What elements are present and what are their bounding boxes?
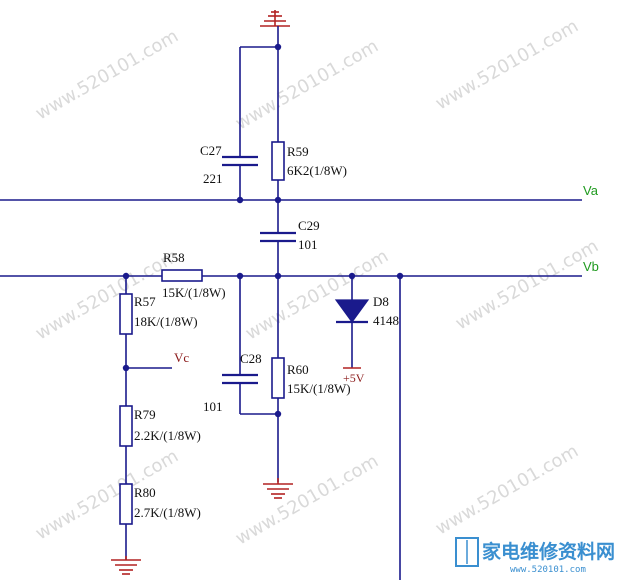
ground-symbol-top	[260, 10, 290, 27]
label-c28-value: 101	[203, 399, 223, 414]
label-r58-value: 15K/(1/8W)	[162, 285, 226, 300]
net-label-vc: Vc	[174, 350, 189, 365]
label-c29-value: 101	[298, 237, 318, 252]
label-r59-value: 6K2(1/8W)	[287, 163, 347, 178]
net-label-va: Va	[583, 183, 599, 198]
junction-dot	[274, 196, 282, 204]
label-r79-ref: R79	[134, 407, 156, 422]
junction-dot	[274, 43, 282, 51]
watermark-text: www.520101.com	[32, 26, 182, 125]
label-r79-value: 2.2K/(1/8W)	[134, 428, 201, 443]
wire-network-left	[125, 276, 172, 560]
label-r80-value: 2.7K/(1/8W)	[134, 505, 201, 520]
resistor-r79	[119, 405, 133, 447]
junction-dots	[122, 43, 404, 418]
logo-title: 家电维修资料网	[482, 540, 615, 563]
watermark-text: www.520101.com	[242, 246, 392, 345]
label-r57-ref: R57	[134, 294, 156, 309]
label-c27-ref: C27	[200, 143, 222, 158]
resistor-r58	[161, 269, 203, 282]
label-r60-value: 15K/(1/8W)	[287, 381, 351, 396]
ground-symbol-bottom-middle	[263, 478, 293, 499]
watermark-text: www.520101.com	[432, 441, 582, 540]
label-r60-ref: R60	[287, 362, 309, 377]
watermark-layer: www.520101.com www.520101.com www.520101…	[32, 16, 602, 550]
watermark-text: www.520101.com	[232, 451, 382, 550]
site-logo: 家电维修资料网 www.520101.com	[455, 537, 615, 575]
resistor-r57	[119, 293, 133, 335]
logo-url: www.520101.com	[510, 565, 586, 575]
label-d8-value: 4148	[373, 313, 399, 328]
capacitor-c29	[260, 231, 296, 243]
watermark-text: www.520101.com	[232, 36, 382, 135]
watermark-text: www.520101.com	[432, 16, 582, 115]
capacitor-c28	[222, 373, 258, 385]
capacitor-c27	[222, 155, 258, 167]
label-c29-ref: C29	[298, 218, 320, 233]
resistor-r59	[271, 141, 285, 181]
wire-network-middle	[239, 276, 279, 482]
label-c28-ref: C28	[240, 351, 262, 366]
net-label-vb: Vb	[583, 259, 599, 274]
watermark-text: www.520101.com	[452, 236, 602, 335]
junction-dot	[236, 196, 244, 204]
watermark-text: www.520101.com	[32, 246, 182, 345]
book-icon	[455, 537, 479, 567]
watermark-text: www.520101.com	[32, 446, 182, 545]
ground-symbol-bottom-left	[111, 556, 141, 575]
label-r58-ref: R58	[163, 250, 185, 265]
resistor-r60	[271, 357, 285, 399]
label-r59-ref: R59	[287, 144, 309, 159]
label-c27-value: 221	[203, 171, 223, 186]
label-d8-ref: D8	[373, 294, 389, 309]
label-r80-ref: R80	[134, 485, 156, 500]
label-supply-5v: +5V	[343, 371, 365, 385]
resistor-r80	[119, 483, 133, 525]
label-r57-value: 18K/(1/8W)	[134, 314, 198, 329]
diode-d8	[334, 276, 370, 368]
